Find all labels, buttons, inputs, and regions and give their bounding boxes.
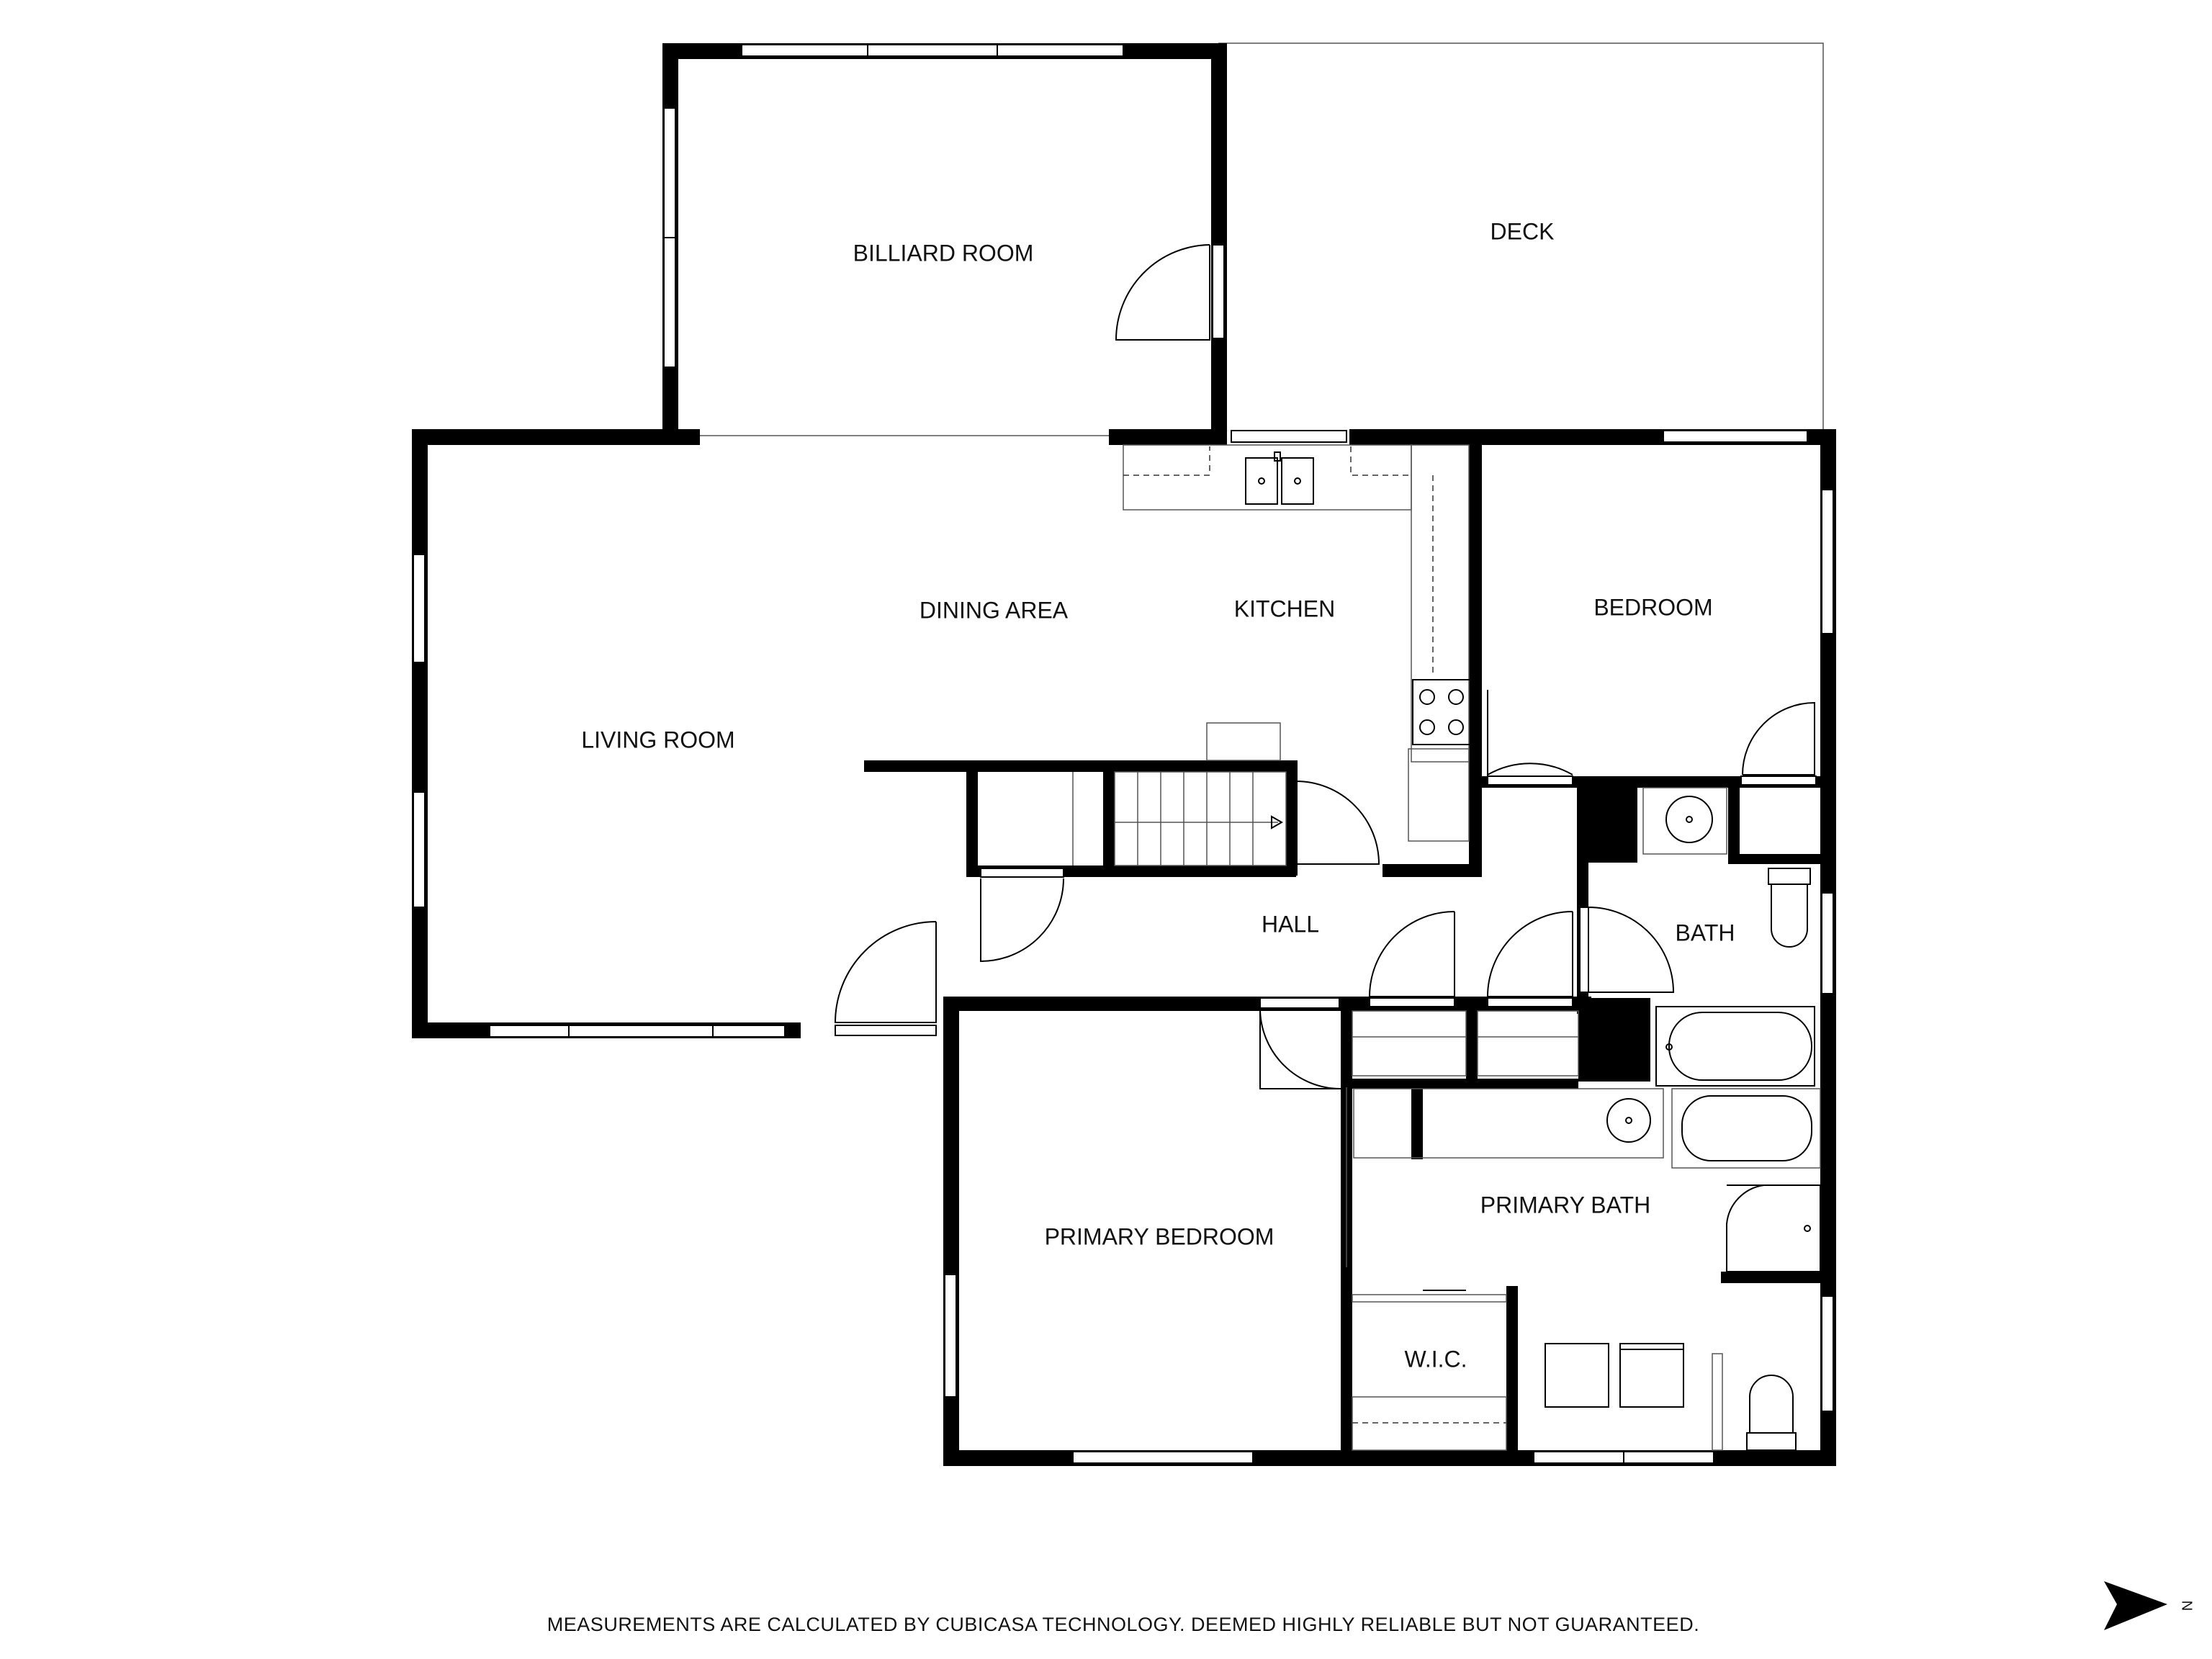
walls: [412, 43, 1836, 1466]
wic-label: W.I.C.: [1404, 1346, 1467, 1372]
fixtures: [1072, 444, 1821, 1451]
bedroom-label: BEDROOM: [1593, 594, 1712, 620]
kitchen-label: KITCHEN: [1234, 595, 1335, 621]
disclaimer-text: MEASUREMENTS ARE CALCULATED BY CUBICASA …: [547, 1614, 1699, 1635]
north-arrow-icon: N: [2104, 1581, 2195, 1630]
hall-label: HALL: [1262, 911, 1319, 937]
openings: [700, 435, 1347, 1267]
primary-bath-label: PRIMARY BATH: [1480, 1192, 1651, 1218]
north-label: N: [2179, 1601, 2195, 1611]
primary-bedroom-label: PRIMARY BEDROOM: [1045, 1223, 1274, 1249]
doors: [834, 244, 1817, 1089]
bath-label: BATH: [1676, 920, 1735, 945]
billiard-room-label: BILLIARD ROOM: [853, 240, 1034, 266]
dining-area-label: DINING AREA: [920, 597, 1069, 623]
deck-label: DECK: [1491, 218, 1555, 244]
deck-outline: [1218, 42, 1824, 432]
windows: [413, 44, 1834, 1464]
stairs: [1072, 771, 1287, 866]
living-room-label: LIVING ROOM: [581, 727, 734, 752]
